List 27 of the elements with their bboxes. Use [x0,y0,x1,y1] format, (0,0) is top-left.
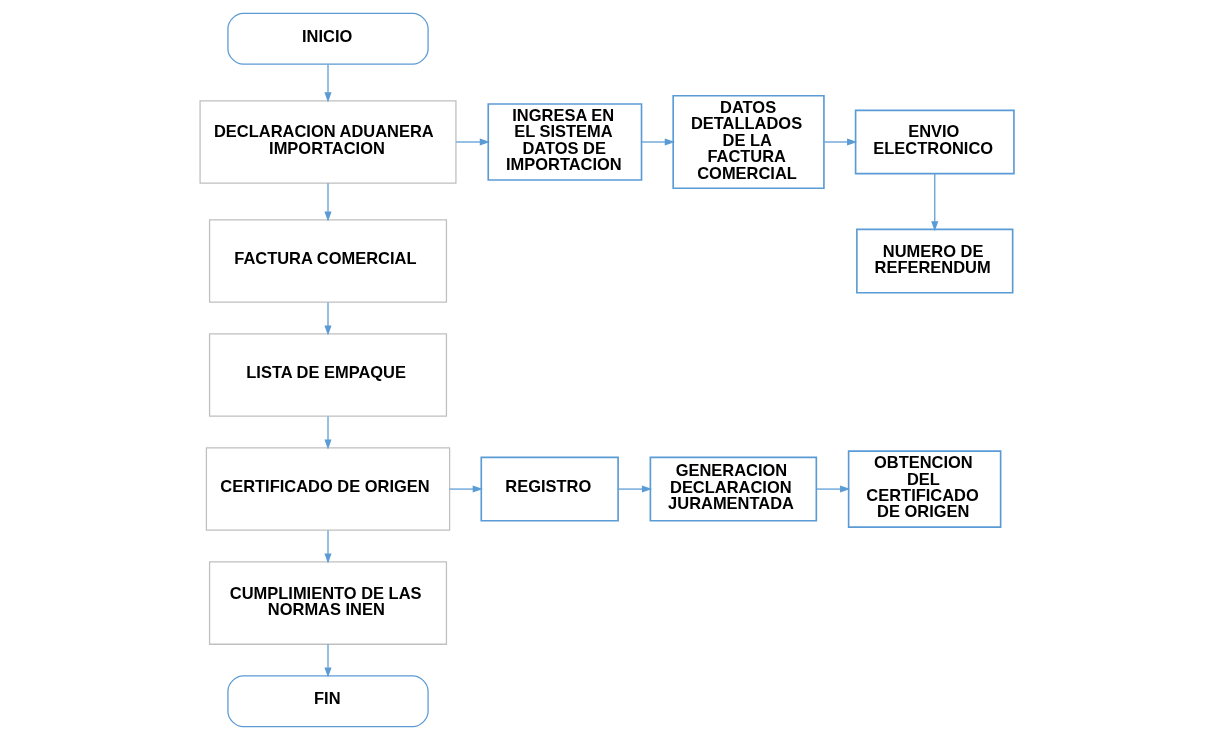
node-box: LISTA DE EMPAQUE [208,333,447,417]
arrow [323,415,332,450]
arrow [815,485,850,493]
node-box: INICIO [226,12,429,65]
arrow [448,485,483,493]
arrow [823,138,857,146]
node-box: CERTIFICADO DE ORIGEN [205,447,450,531]
node-box: REGISTRO [479,456,619,522]
arrow [323,529,332,564]
node-box: DATOS DETALLADOS DE LA FACTURA COMERCIAL [671,94,825,190]
arrow [640,138,675,146]
arrow [323,301,332,336]
node-box: DECLARACION ADUANERA IMPORTACION [198,100,457,184]
node-box: FIN [226,675,429,728]
node-box: ENVIO ELECTRONICO [854,109,1015,175]
node-box: CUMPLIMIENTO DE LAS NORMAS INEN [208,561,447,645]
arrow [455,138,490,146]
arrow [930,173,938,232]
arrow [323,643,332,678]
node-box: FACTURA COMERCIAL [208,219,447,303]
arrow [617,485,652,493]
node-box: GENERACION DECLARACION JURAMENTADA [649,456,817,522]
arrow [323,182,332,222]
arrow [323,63,332,103]
node-box: OBTENCION DEL CERTIFICADO DE ORIGEN [847,450,1001,528]
node-box: INGRESA EN EL SISTEMA DATOS DE IMPORTACION [486,103,642,181]
node-box: NUMERO DE REFERENDUM [855,228,1013,294]
